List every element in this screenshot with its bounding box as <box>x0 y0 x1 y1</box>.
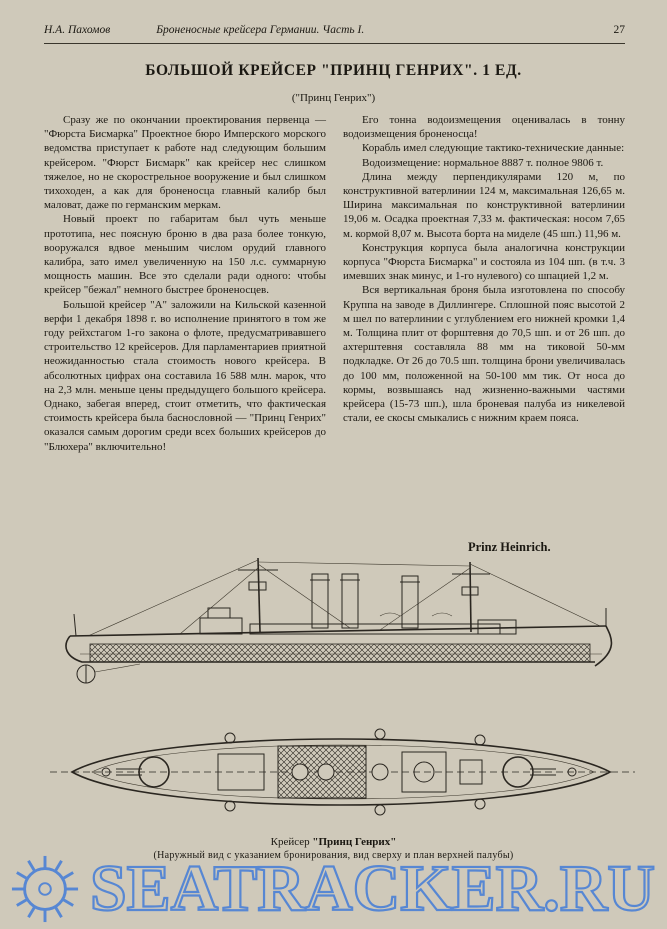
header-book-title: Броненосные крейсера Германии. Часть I. <box>156 24 365 36</box>
header-author: Н.А. Пахомов <box>44 24 111 36</box>
article-subtitle: ("Принц Генрих") <box>291 92 376 104</box>
ship-figure: Prinz Heinrich. <box>0 532 667 832</box>
left-column: Сразу же по окончании проектирования пер… <box>44 113 326 454</box>
figure-label: Prinz Heinrich. <box>468 540 551 554</box>
right-column: Его тонна водоизмещения оценивалась в то… <box>343 113 625 454</box>
paragraph: Большой крейсер "А" заложили на Кильской… <box>44 298 326 453</box>
sun-logo-icon <box>11 855 79 923</box>
paragraph: Его тонна водоизмещения оценивалась в то… <box>343 114 625 141</box>
page-number: 27 <box>613 24 626 36</box>
article-title: БОЛЬШОЙ КРЕЙСЕР "ПРИНЦ ГЕНРИХ". 1 ЕД. <box>145 62 522 79</box>
caption-prefix: Крейсер <box>270 836 313 848</box>
ship-side-view-drawing <box>65 557 613 684</box>
paragraph: Сразу же по окончании проектирования пер… <box>44 114 326 212</box>
paragraph: Водоизмещение: нормальное 8887 т. полное… <box>362 156 604 169</box>
paragraph: Вся вертикальная броня была изготовлена … <box>343 284 625 425</box>
watermark-site-text: SEATRACKER.RU <box>90 852 655 925</box>
text-columns: Сразу же по окончании проектирования пер… <box>44 113 625 454</box>
paragraph: Длина между перпендикулярами 120 м, по к… <box>343 170 625 240</box>
site-watermark: SEATRACKER.RU <box>10 850 667 928</box>
caption-title: Крейсер "Принц Генрих" <box>0 836 667 848</box>
paragraph: Конструкция корпуса была аналогична конс… <box>343 241 625 283</box>
paragraph: Новый проект по габаритам был чуть меньш… <box>44 213 326 297</box>
page-header: Н.А. Пахомов Броненосные крейсера Герман… <box>44 24 625 44</box>
watermark-text: SEATRACKER.RU <box>89 851 656 926</box>
ship-plan-view-drawing <box>50 728 635 816</box>
caption-detail: (Наружный вид с указанием бронирования, … <box>153 850 514 861</box>
figure-caption: Крейсер "Принц Генрих" (Наружный вид с у… <box>0 836 667 861</box>
caption-ship-name: "Принц Генрих" <box>312 836 397 848</box>
paragraph: Корабль имел следующие тактико-техническ… <box>362 142 625 155</box>
